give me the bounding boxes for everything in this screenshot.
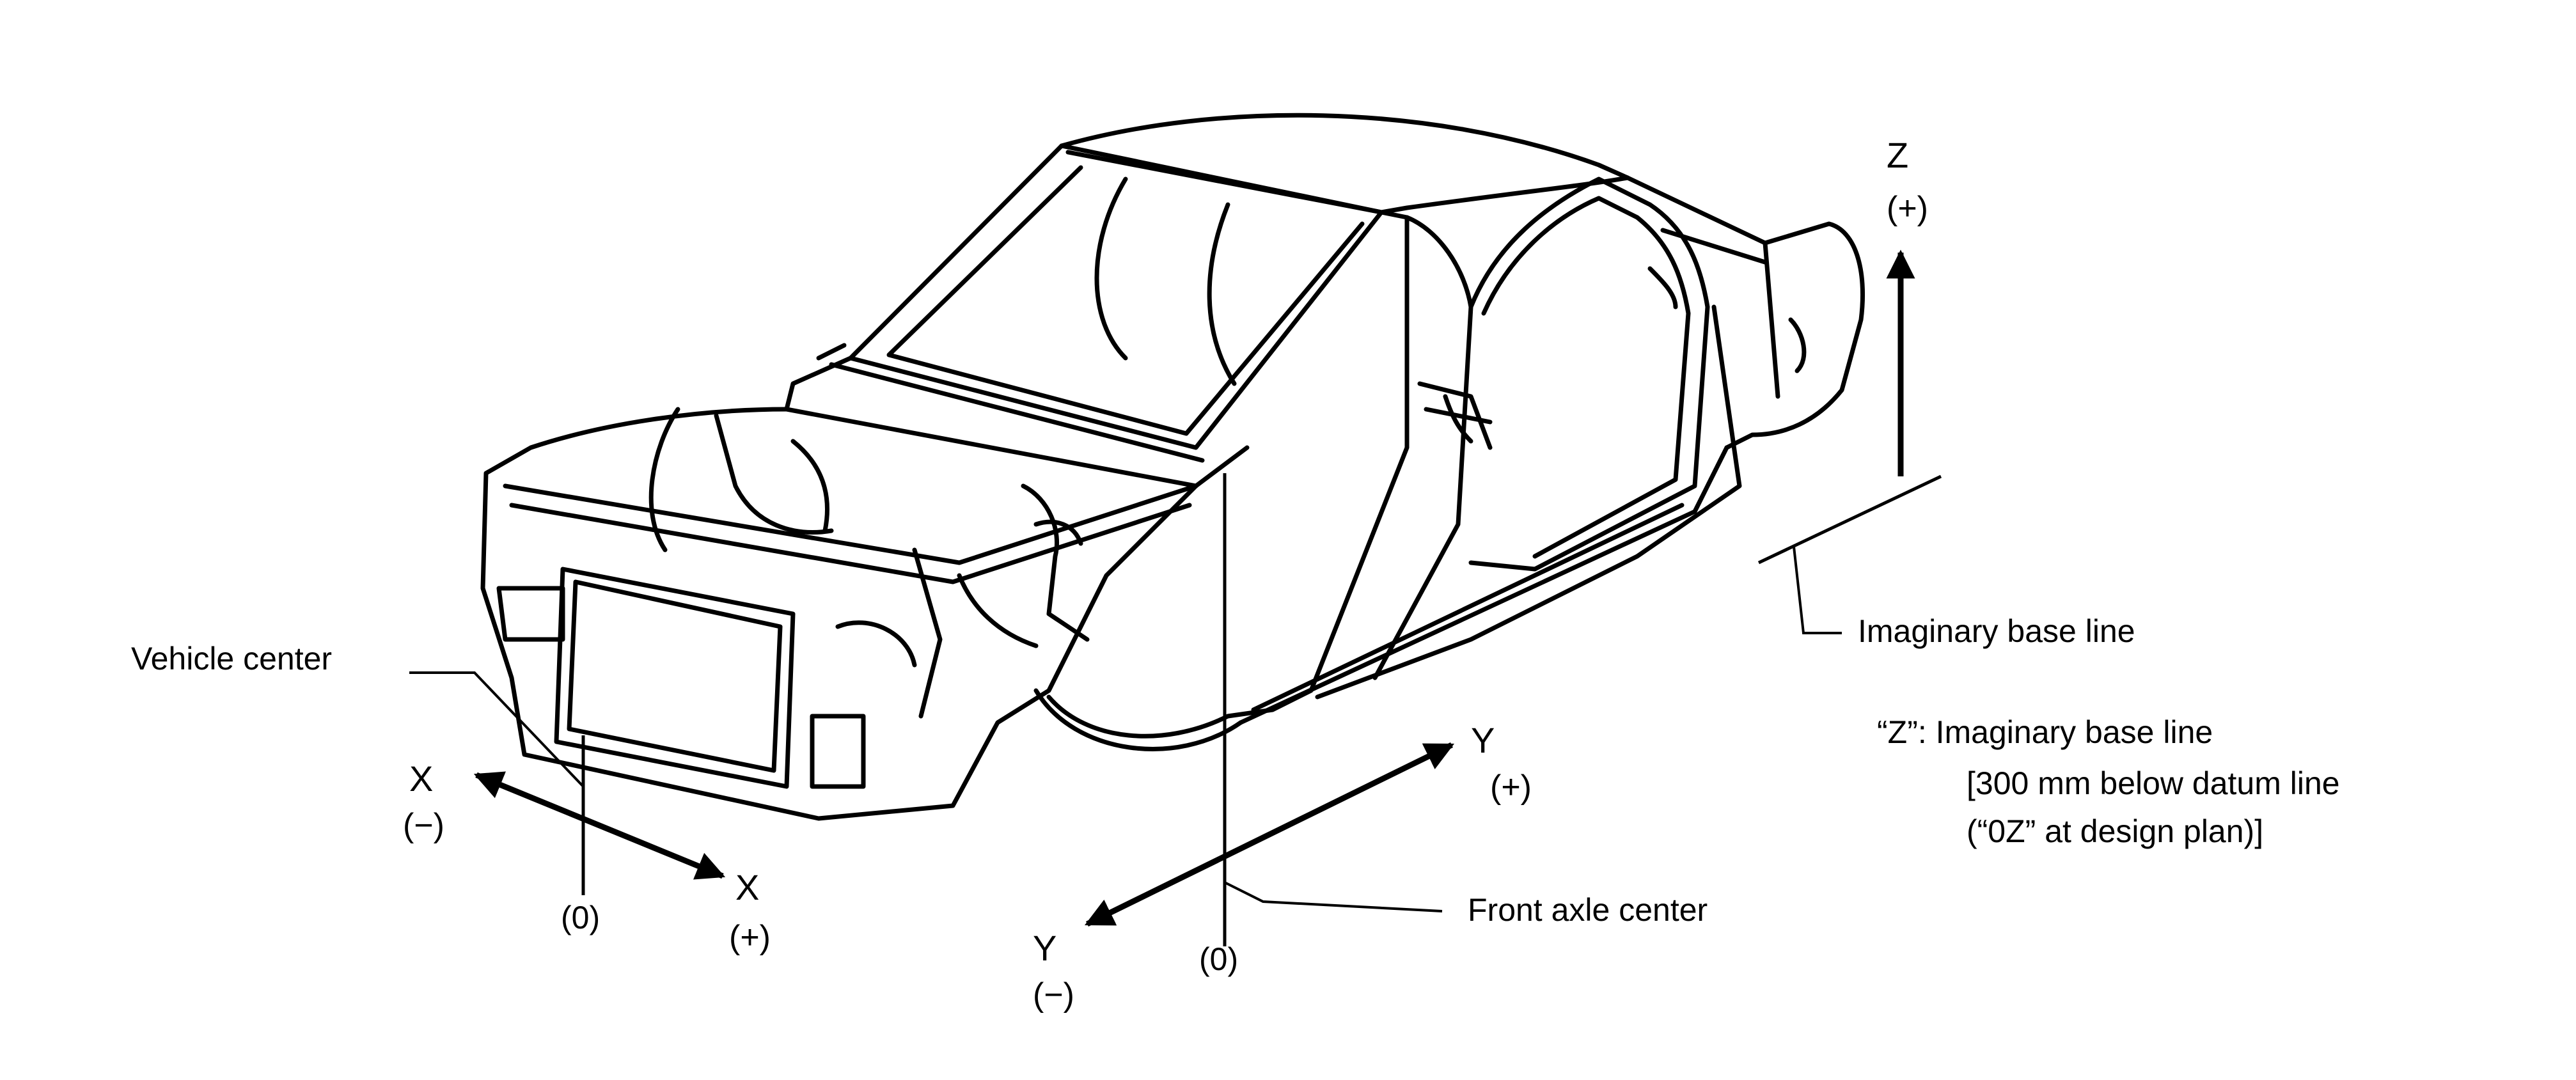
x-axis-arrow bbox=[473, 771, 726, 880]
rocker-panel bbox=[1238, 445, 1729, 725]
note-line-2: [300 mm below datum line bbox=[1967, 765, 2340, 801]
x-plus-letter: X bbox=[735, 867, 760, 907]
z-letter: Z bbox=[1887, 135, 1909, 175]
y-plus-letter: Y bbox=[1471, 720, 1495, 760]
roof-outline bbox=[1059, 113, 1630, 215]
imaginary-base-line-leader bbox=[1793, 546, 1842, 634]
rear-quarter bbox=[1625, 175, 1865, 450]
y-axis-arrow bbox=[1084, 742, 1455, 927]
x-zero-label: (0) bbox=[561, 900, 601, 935]
windshield-frame bbox=[848, 143, 1384, 450]
y-plus-sign: (+) bbox=[1490, 769, 1532, 806]
radiator-support bbox=[554, 567, 796, 789]
y-minus-sign: (−) bbox=[1033, 976, 1074, 1013]
rear-door-opening bbox=[1468, 176, 1710, 572]
imaginary-base-line-label: Imaginary base line bbox=[1858, 613, 2135, 649]
x-minus-sign: (−) bbox=[403, 807, 444, 844]
z-plus-sign: (+) bbox=[1887, 190, 1928, 227]
front-axle-center-label: Front axle center bbox=[1468, 892, 1708, 928]
y-zero-label: (0) bbox=[1199, 941, 1239, 977]
note-line-1: “Z”: Imaginary base line bbox=[1877, 714, 2213, 750]
x-minus-letter: X bbox=[409, 758, 434, 799]
front-door-opening bbox=[1225, 210, 1410, 719]
imaginary-base-line bbox=[1757, 474, 1942, 565]
x-plus-sign: (+) bbox=[729, 919, 771, 956]
front-wheel-arch bbox=[1033, 688, 1243, 751]
vehicle-center-leader bbox=[409, 671, 585, 788]
note-line-3: (“0Z” at design plan)] bbox=[1967, 813, 2264, 849]
front-axle-center-leader bbox=[1224, 881, 1443, 912]
front-frame-outline bbox=[480, 407, 1198, 821]
vehicle-center-label: Vehicle center bbox=[131, 641, 333, 677]
car-body-illustration bbox=[480, 113, 1865, 821]
axis-lines bbox=[409, 249, 1942, 946]
y-minus-letter: Y bbox=[1033, 928, 1057, 968]
